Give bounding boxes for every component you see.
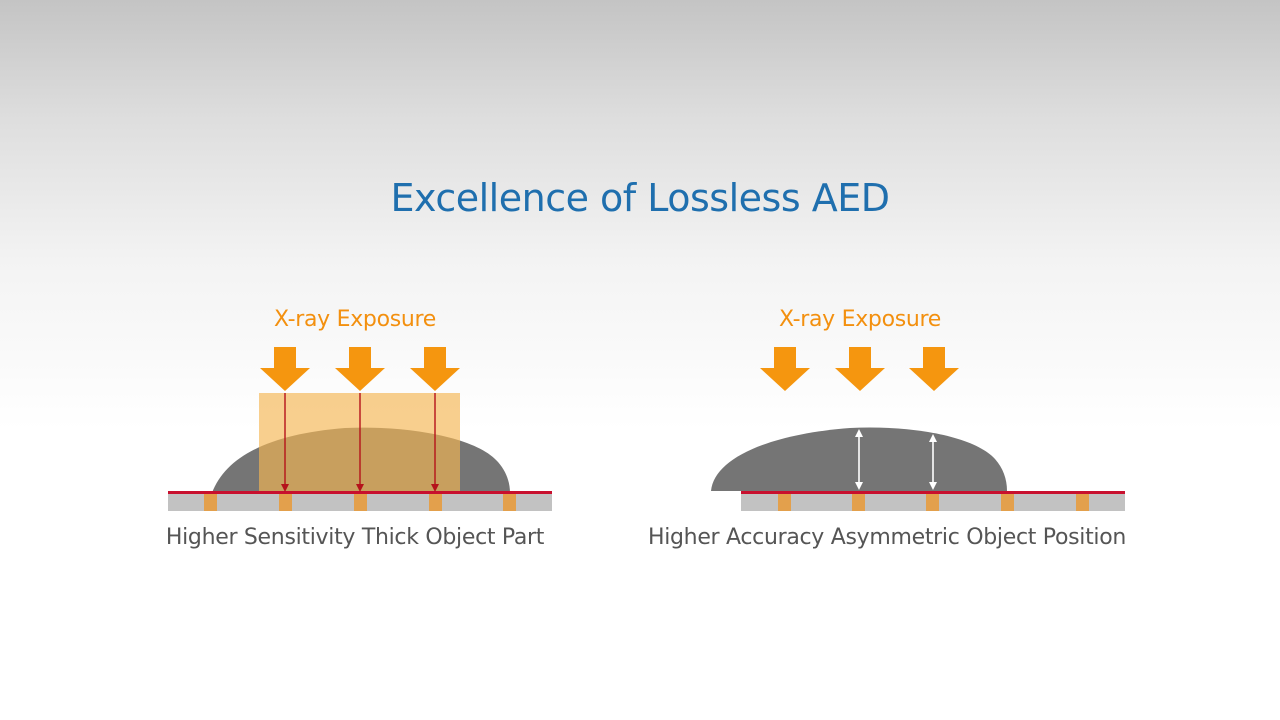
right-detector-pixels (778, 493, 1089, 511)
detector-pixel (279, 493, 292, 511)
measure-arrowhead-down (929, 482, 937, 490)
left-exposure-label: X-ray Exposure (273, 307, 437, 332)
left-panel (168, 347, 552, 511)
measure-arrowhead-down (855, 482, 863, 490)
measure-arrowhead-up (929, 434, 937, 442)
ray-arrowhead (356, 484, 364, 492)
ray-arrowhead (431, 484, 439, 492)
right-panel (711, 347, 1125, 511)
ray-arrowhead (281, 484, 289, 492)
detector-pixel (503, 493, 516, 511)
down-arrow-icon (760, 347, 810, 391)
right-caption: Higher Accuracy Asymmetric Object Positi… (647, 525, 1127, 550)
left-detector-line (168, 491, 552, 494)
left-detector-pixels (204, 493, 516, 511)
left-ray-lines (281, 393, 439, 492)
right-exposure-label: X-ray Exposure (778, 307, 942, 332)
down-arrow-icon (835, 347, 885, 391)
down-arrow-icon (335, 347, 385, 391)
down-arrow-icon (410, 347, 460, 391)
detector-pixel (926, 493, 939, 511)
detector-pixel (852, 493, 865, 511)
detector-pixel (1001, 493, 1014, 511)
down-arrow-icon (260, 347, 310, 391)
left-caption: Higher Sensitivity Thick Object Part (165, 525, 545, 550)
right-measure-arrows (855, 429, 937, 490)
detector-pixel (204, 493, 217, 511)
detector-pixel (1076, 493, 1089, 511)
detector-pixel (354, 493, 367, 511)
detector-pixel (778, 493, 791, 511)
page-title: Excellence of Lossless AED (390, 176, 890, 220)
measure-arrowhead-up (855, 429, 863, 437)
right-detector-line (741, 491, 1125, 494)
detector-pixel (429, 493, 442, 511)
right-exposure-arrows (760, 347, 959, 391)
down-arrow-icon (909, 347, 959, 391)
left-exposure-arrows (260, 347, 460, 391)
